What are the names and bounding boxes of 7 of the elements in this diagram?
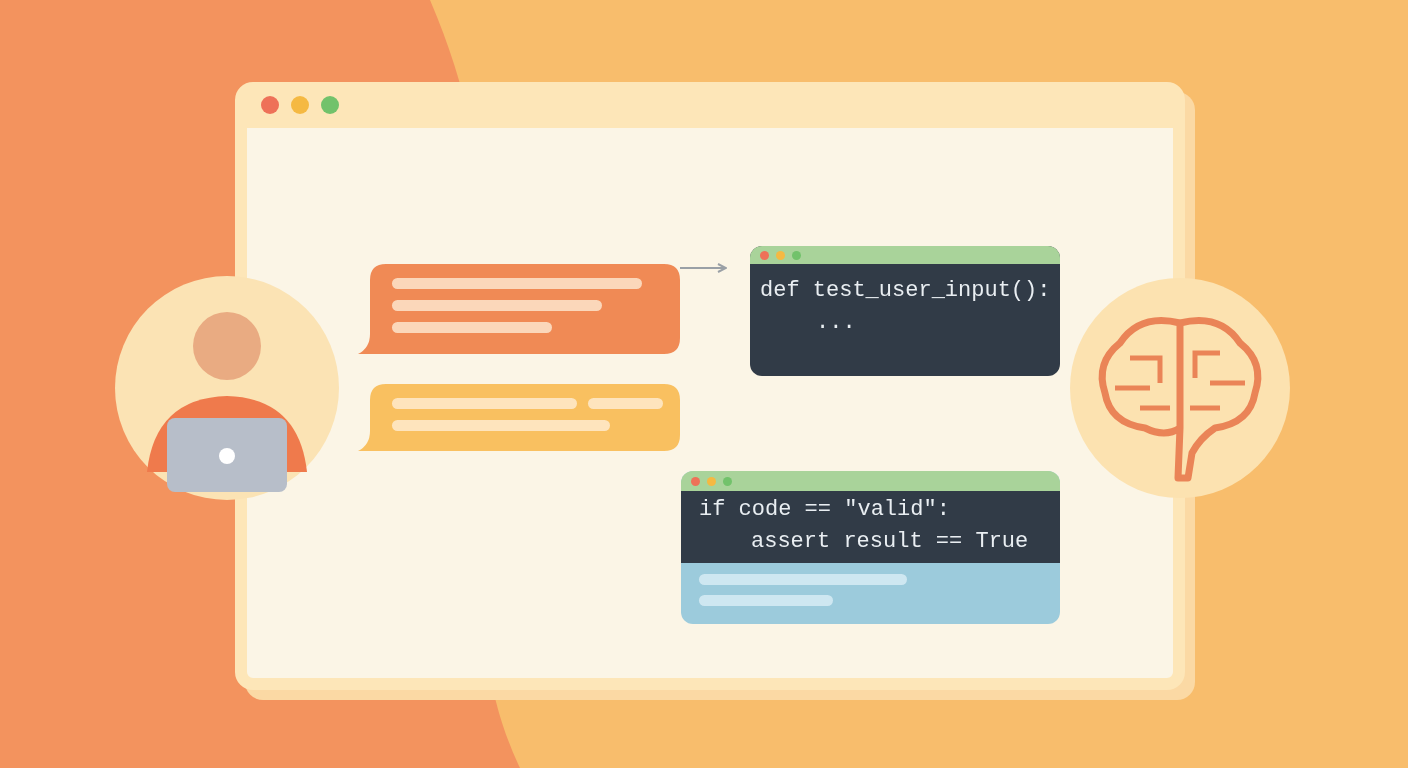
code-line: assert result == True (751, 529, 1029, 554)
code-line: if code == "valid": (699, 497, 950, 522)
arrow (679, 263, 727, 273)
code-line: def test_user_input(): (760, 278, 1051, 303)
code-window (681, 471, 1060, 624)
code-window (750, 246, 1060, 376)
code-line: ... (816, 310, 856, 335)
